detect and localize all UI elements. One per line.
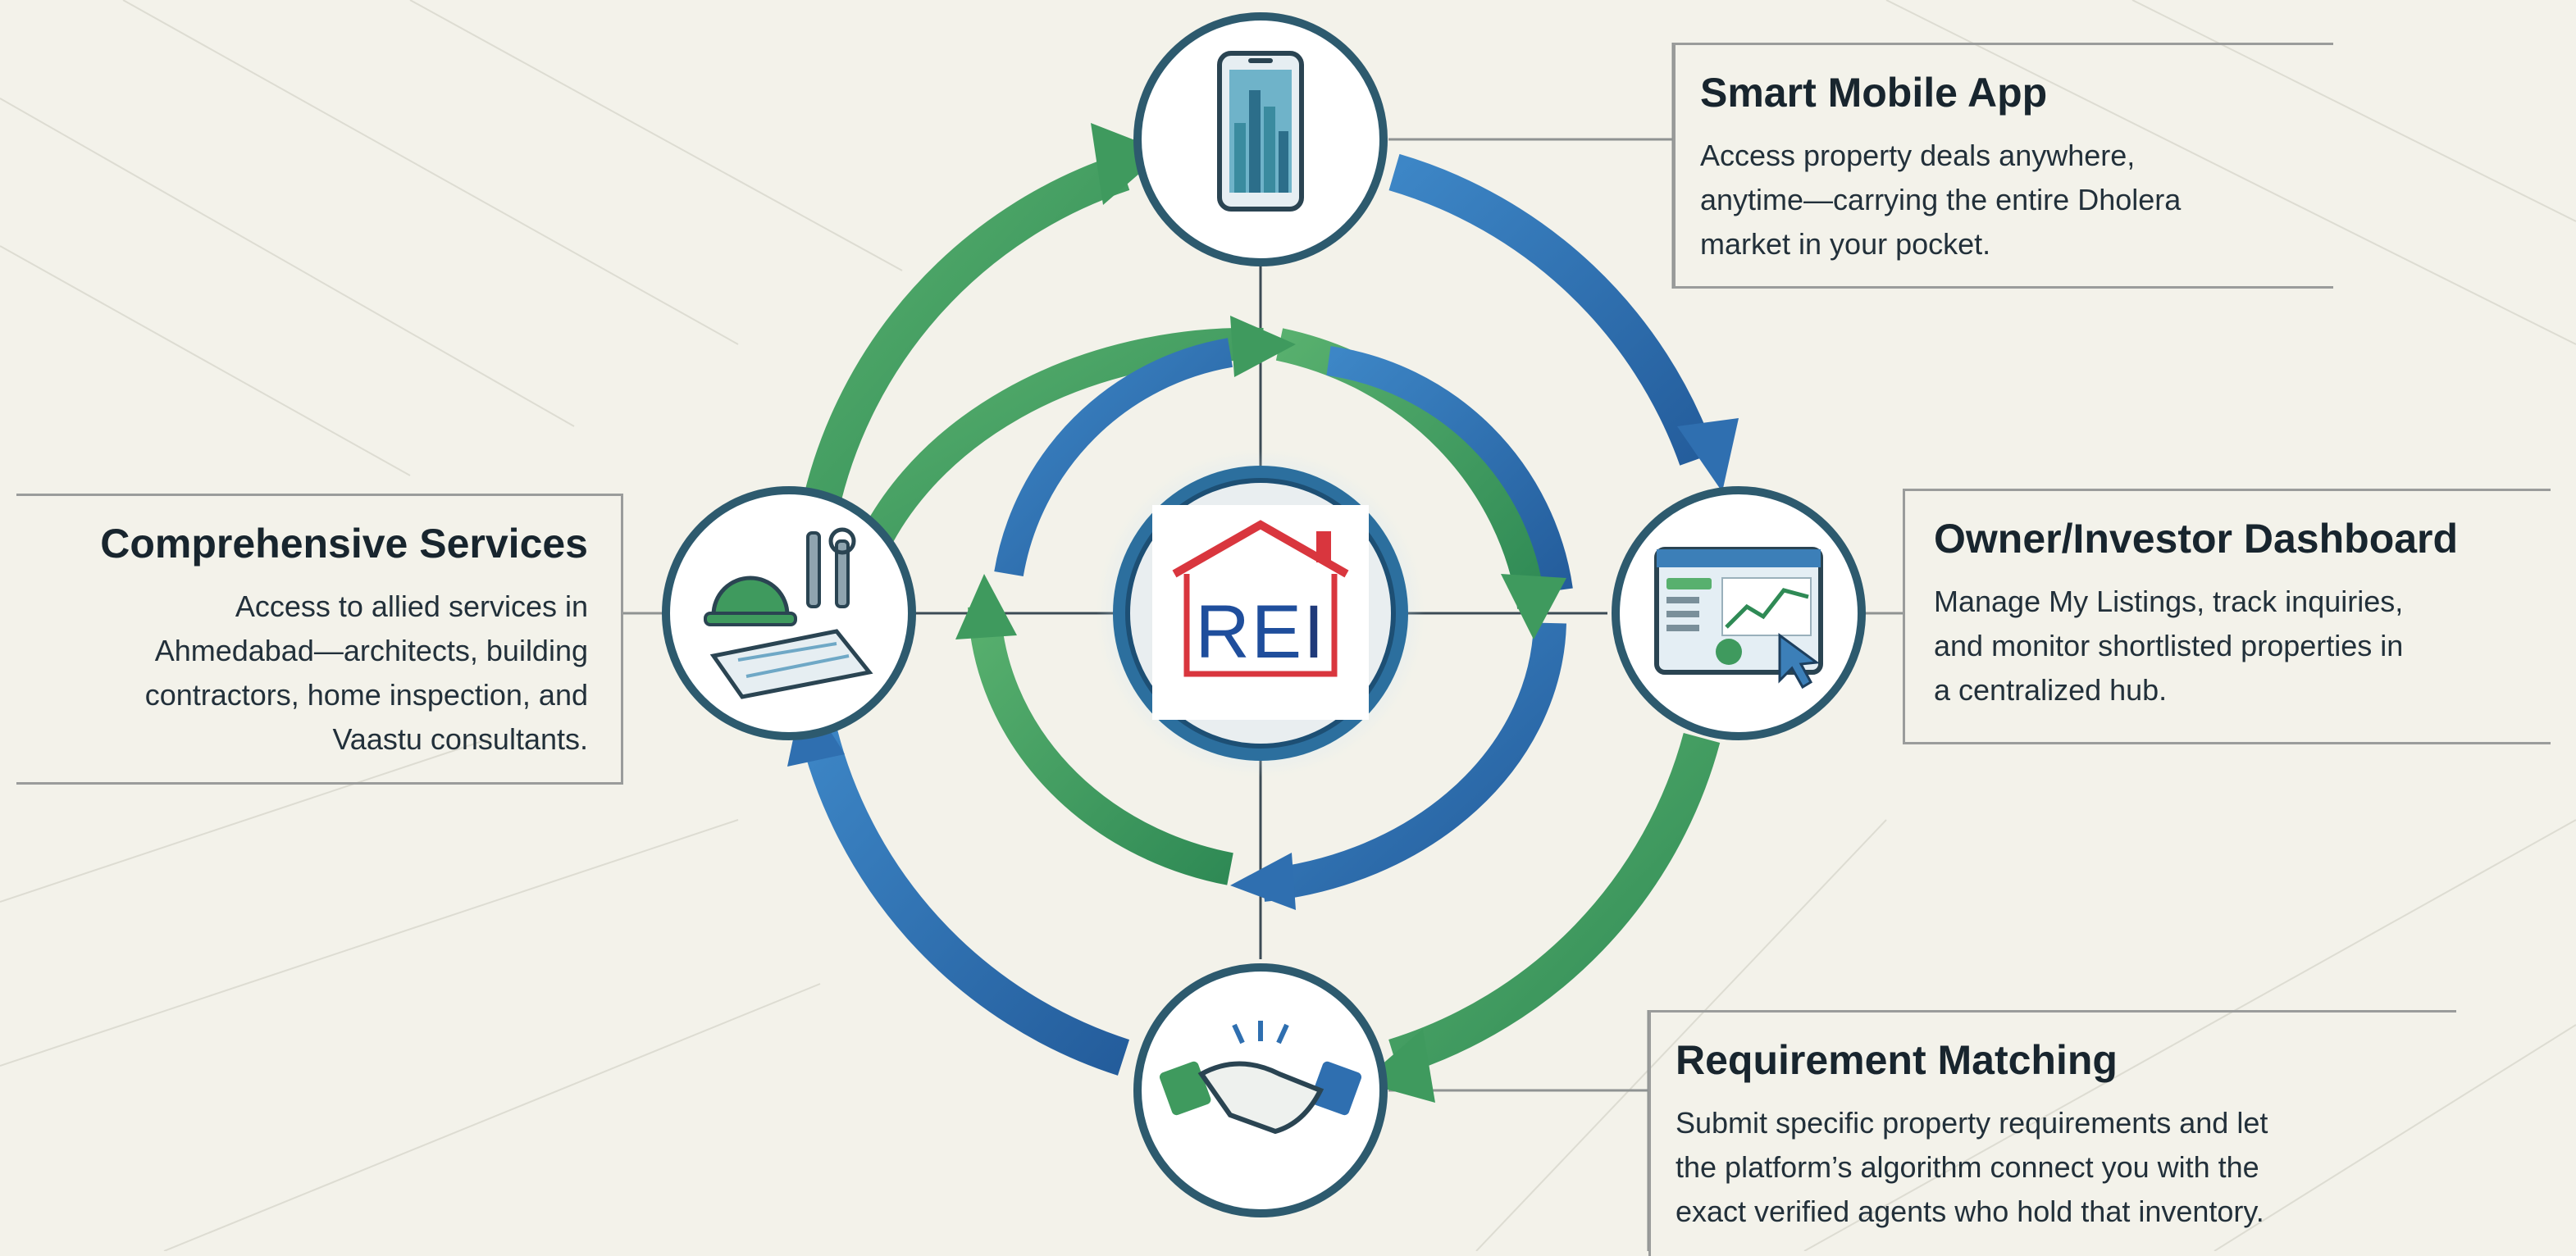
card-line: and monitor shortlisted properties in — [1934, 629, 2404, 662]
card-line: Access property deals anywhere, — [1700, 139, 2136, 172]
card-title: Comprehensive Services — [100, 521, 588, 567]
card-line: Access to allied services in — [235, 589, 588, 623]
card-line: exact verified agents who hold that inve… — [1676, 1195, 2264, 1228]
card-line: Ahmedabad—architects, building — [154, 634, 588, 667]
card-owner-dashboard: Owner/Investor Dashboard Manage My Listi… — [1903, 489, 2551, 744]
card-description: Access property deals anywhere, anytime—… — [1700, 134, 2333, 266]
smartphone-city-icon — [1217, 51, 1304, 212]
inner-arrowheads — [955, 316, 1566, 910]
card-line: Vaastu consultants. — [332, 722, 588, 756]
card-smart-mobile-app: Smart Mobile App Access property deals a… — [1673, 43, 2333, 289]
card-title: Smart Mobile App — [1700, 70, 2048, 116]
card-line: market in your pocket. — [1700, 227, 1991, 261]
card-title: Requirement Matching — [1676, 1037, 2118, 1083]
node-owner-dashboard[interactable] — [1612, 486, 1866, 740]
card-line: a centralized hub. — [1934, 673, 2168, 707]
logo-text: REI — [1152, 591, 1369, 673]
outer-ring-arrows — [797, 153, 1721, 1076]
logo-text-re: RE — [1195, 590, 1304, 674]
card-line: the platform’s algorithm connect you wit… — [1676, 1150, 2259, 1184]
card-description: Manage My Listings, track inquiries, and… — [1934, 580, 2551, 712]
card-description: Submit specific property requirements an… — [1676, 1101, 2456, 1234]
node-comprehensive-services[interactable] — [662, 486, 916, 740]
card-requirement-matching: Requirement Matching Submit specific pro… — [1648, 1010, 2456, 1256]
house-roof-logo-icon — [1152, 505, 1369, 720]
card-line: contractors, home inspection, and — [144, 678, 588, 712]
dashboard-chart-icon — [1654, 547, 1823, 689]
construction-tools-icon — [704, 527, 873, 699]
card-comprehensive-services: Comprehensive Services Access to allied … — [16, 494, 623, 785]
handshake-icon — [1159, 1021, 1362, 1135]
node-requirement-matching[interactable] — [1133, 963, 1388, 1217]
card-line: anytime—carrying the entire Dholera — [1700, 183, 2182, 216]
inner-ring-arrows — [846, 327, 1573, 902]
card-title: Owner/Investor Dashboard — [1934, 516, 2459, 562]
center-logo: REI — [1152, 505, 1369, 720]
logo-text-i: I — [1303, 590, 1326, 674]
card-line: Manage My Listings, track inquiries, — [1934, 585, 2404, 618]
node-smart-mobile-app[interactable] — [1133, 12, 1388, 266]
card-line: Submit specific property requirements an… — [1676, 1106, 2268, 1140]
card-description: Access to allied services in Ahmedabad—a… — [16, 585, 588, 762]
